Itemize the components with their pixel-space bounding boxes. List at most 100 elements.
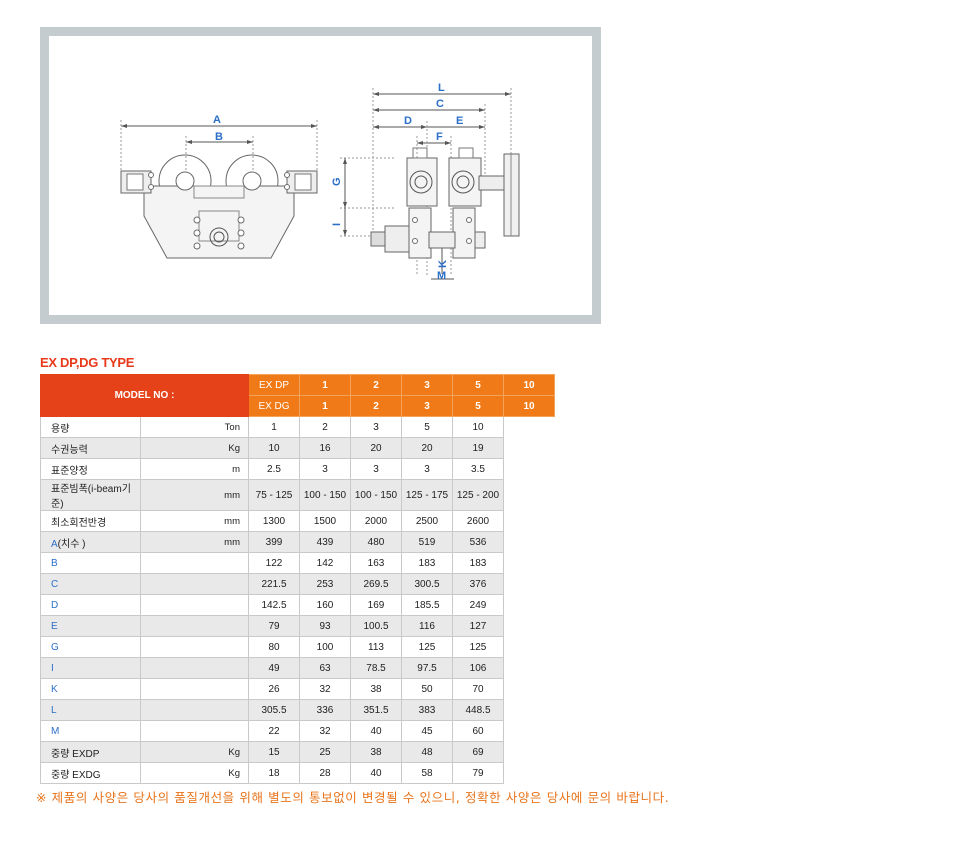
table-cell: 127: [452, 615, 504, 637]
table-cell: 10: [452, 416, 504, 438]
table-cell: 19: [452, 437, 504, 459]
row-unit: Kg: [140, 762, 249, 784]
header-value: 10: [503, 395, 555, 417]
table-cell: 40: [350, 762, 402, 784]
dim-label-i: I: [331, 223, 343, 226]
row-label: 표준양정: [40, 458, 141, 480]
dim-label-m: M: [437, 270, 446, 282]
table-cell: 2: [299, 416, 351, 438]
table-cell: 305.5: [248, 699, 300, 721]
table-cell: 160: [299, 594, 351, 616]
row-label: C: [40, 573, 141, 595]
table-cell: 336: [299, 699, 351, 721]
table-cell: 48: [401, 741, 453, 763]
table-cell: 439: [299, 531, 351, 553]
row-unit: [140, 615, 249, 637]
drawing-frame: A B L C D E F G I K M: [40, 27, 601, 324]
table-cell: 183: [401, 552, 453, 574]
table-cell: 122: [248, 552, 300, 574]
row-unit: [140, 594, 249, 616]
table-cell: 58: [401, 762, 453, 784]
row-label: L: [40, 699, 141, 721]
dim-label-c: C: [436, 98, 444, 110]
header-value: 5: [452, 395, 504, 417]
table-cell: 116: [401, 615, 453, 637]
table-cell: 70: [452, 678, 504, 700]
table-cell: 38: [350, 678, 402, 700]
header-value: 5: [452, 374, 504, 396]
table-cell: 75 - 125: [248, 479, 300, 511]
table-cell: 1300: [248, 510, 300, 532]
header-value: 1: [299, 374, 351, 396]
table-cell: 79: [452, 762, 504, 784]
row-label: A(치수 ): [40, 531, 141, 553]
row-unit: Kg: [140, 437, 249, 459]
header-value: 10: [503, 374, 555, 396]
table-cell: 10: [248, 437, 300, 459]
section-title: EX DP,DG TYPE: [40, 355, 135, 370]
table-cell: 32: [299, 678, 351, 700]
row-label: B: [40, 552, 141, 574]
table-cell: 18: [248, 762, 300, 784]
table-cell: 69: [452, 741, 504, 763]
row-label: M: [40, 720, 141, 742]
header-value: 2: [350, 395, 402, 417]
row-label: 최소회전반경: [40, 510, 141, 532]
table-cell: 351.5: [350, 699, 402, 721]
table-cell: 20: [401, 437, 453, 459]
row-label: G: [40, 636, 141, 658]
table-cell: 3: [350, 458, 402, 480]
table-cell: 79: [248, 615, 300, 637]
model-no-label: MODEL NO :: [40, 374, 249, 417]
table-cell: 100 - 150: [350, 479, 402, 511]
header-value: 1: [299, 395, 351, 417]
table-cell: 125: [452, 636, 504, 658]
table-cell: 480: [350, 531, 402, 553]
row-unit: [140, 699, 249, 721]
dim-label-d: D: [404, 115, 412, 127]
table-cell: 113: [350, 636, 402, 658]
table-cell: 3.5: [452, 458, 504, 480]
row-label: I: [40, 657, 141, 679]
table-cell: 97.5: [401, 657, 453, 679]
dim-label-l: L: [438, 82, 445, 94]
header-value: 2: [350, 374, 402, 396]
table-cell: 38: [350, 741, 402, 763]
row-label-main: A: [51, 538, 58, 550]
trolley-dimension-drawing: A B L C D E F G I K M: [120, 82, 520, 282]
row-label: 용량: [40, 416, 141, 438]
table-cell: 163: [350, 552, 402, 574]
table-cell: 15: [248, 741, 300, 763]
spec-table: MODEL NO : EX DP 1 2 3 5 10 EX DG 1 2 3 …: [40, 374, 555, 784]
row-label: D: [40, 594, 141, 616]
dim-label-e: E: [456, 115, 463, 127]
table-cell: 300.5: [401, 573, 453, 595]
table-cell: 1: [248, 416, 300, 438]
table-cell: 185.5: [401, 594, 453, 616]
header-code-dp: EX DP: [248, 374, 300, 396]
table-cell: 80: [248, 636, 300, 658]
row-label: 표준빔폭(i-beam기준): [40, 479, 141, 511]
table-cell: 26: [248, 678, 300, 700]
table-cell: 125 - 200: [452, 479, 504, 511]
table-cell: 142.5: [248, 594, 300, 616]
table-cell: 383: [401, 699, 453, 721]
table-cell: 25: [299, 741, 351, 763]
row-unit: [140, 678, 249, 700]
drawing-canvas: A B L C D E F G I K M: [49, 36, 592, 315]
row-unit: mm: [140, 510, 249, 532]
header-code-dg: EX DG: [248, 395, 300, 417]
table-cell: 60: [452, 720, 504, 742]
table-cell: 125: [401, 636, 453, 658]
